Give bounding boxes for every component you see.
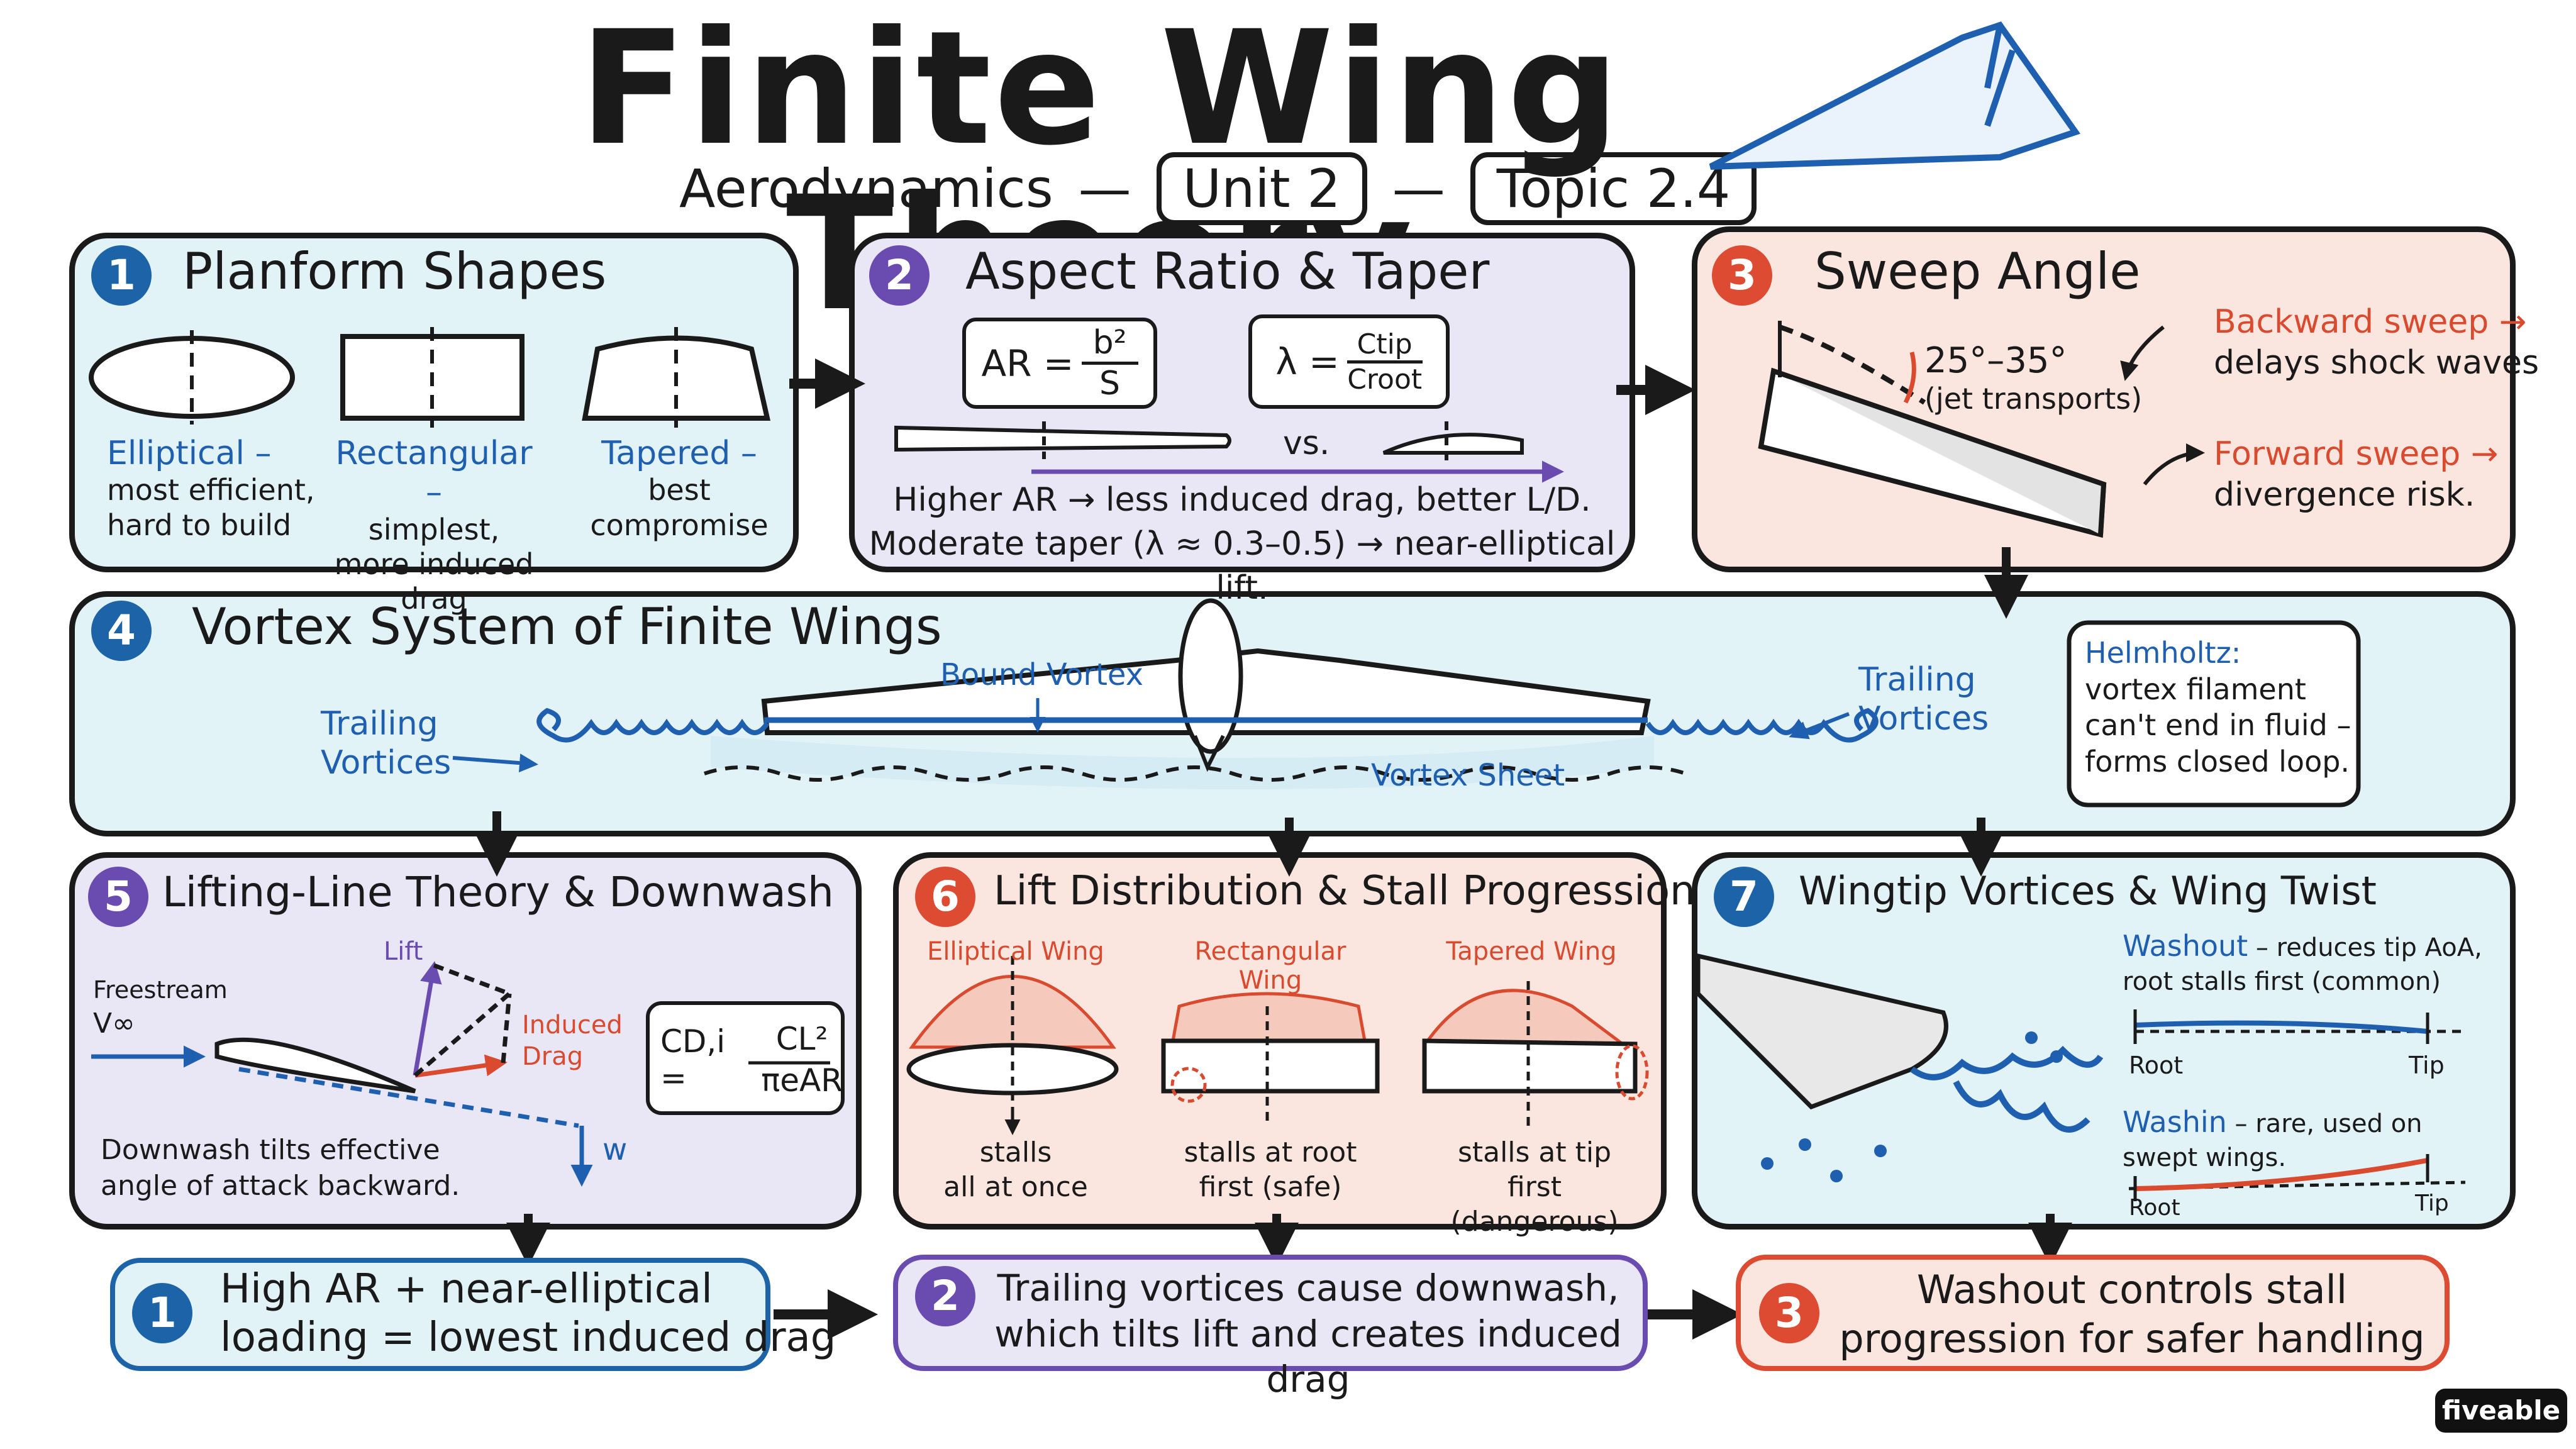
- planform-elliptical-text: Elliptical – most efficient, hard to bui…: [107, 435, 315, 542]
- washin-tip-label: Tip: [2415, 1191, 2449, 1216]
- panel-1-badge: 1: [91, 245, 152, 306]
- aspect-vs-label: vs.: [1283, 425, 1330, 462]
- washin-root-label: Root: [2129, 1195, 2180, 1221]
- panel-2-badge: 2: [869, 245, 930, 306]
- aspect-ratio-notes: Higher AR → less induced drag, better L/…: [869, 481, 1616, 608]
- induced-drag-formula: CD,i = CL² πeAR: [660, 1021, 843, 1099]
- lift-dist-note-rectangular: stalls at root first (safe): [1184, 1136, 1357, 1203]
- summary-2-badge: 2: [915, 1266, 975, 1326]
- ar-numerator: b²: [1092, 324, 1127, 362]
- swept-wing-drawing: [1758, 321, 2205, 538]
- aspect-ratio-wings: [894, 421, 1564, 483]
- panel-5-title: Lifting-Line Theory & Downwash: [162, 868, 834, 916]
- panel-5-badge: 5: [88, 867, 148, 927]
- header-wing-icon: [1709, 21, 2080, 170]
- topic-pill: Topic 2.4: [1470, 152, 1757, 225]
- induced-drag-label: Induced Drag: [522, 1011, 623, 1071]
- planform-shapes: [89, 327, 771, 428]
- panel-4-title: Vortex System of Finite Wings: [192, 597, 942, 656]
- panel-4-badge: 4: [91, 601, 152, 661]
- backward-sweep-note: Backward sweep → delays shock waves: [2214, 303, 2540, 382]
- subtitle-row: Aerodynamics — Unit 2 — Topic 2.4: [679, 151, 1757, 226]
- summary-3-text: Washout controls stall progression for s…: [1839, 1267, 2425, 1362]
- panel-1-title: Planform Shapes: [182, 242, 607, 301]
- downwash-w-label: w: [602, 1132, 628, 1167]
- vortex-sheet-label: Vortex Sheet: [1371, 758, 1565, 793]
- planform-rectangular-text: Rectangular – simplest, more induced dra…: [334, 435, 534, 616]
- planform-tapered-text: Tapered – best compromise: [590, 435, 769, 542]
- lift-dist-note-elliptical: stalls all at once: [943, 1136, 1088, 1203]
- panel-7-badge: 7: [1714, 867, 1774, 927]
- panel-6-badge: 6: [915, 867, 975, 927]
- washin-note: Washin – rare, used on swept wings.: [2123, 1105, 2423, 1172]
- panel-3-badge: 3: [1712, 245, 1772, 306]
- taper-numerator: Ctip: [1357, 328, 1413, 360]
- freestream-label: Freestream V∞: [93, 976, 228, 1040]
- lifting-line-drawing: [91, 961, 593, 1187]
- aspect-ratio-formula: AR = b² S: [962, 318, 1157, 409]
- subtitle-dash-2: —: [1392, 158, 1445, 219]
- brand-logo: fiveable: [2435, 1389, 2567, 1433]
- washout-tip-label: Tip: [2409, 1052, 2445, 1079]
- summary-1-text: High AR + near-elliptical loading = lowe…: [220, 1266, 836, 1361]
- summary-box-2: [893, 1255, 1648, 1371]
- lift-dist-head-rectangular: Rectangular Wing: [1194, 937, 1346, 995]
- washout-note: Washout – reduces tip AoA, root stalls f…: [2123, 929, 2482, 996]
- panel-3-title: Sweep Angle: [1814, 242, 2141, 301]
- summary-2-text: Trailing vortices cause downwash, which …: [994, 1267, 1622, 1401]
- summary-box-1: [110, 1258, 770, 1371]
- lift-label: Lift: [384, 937, 423, 966]
- lift-dist-head-tapered: Tapered Wing: [1446, 937, 1617, 966]
- summary-1-badge: 1: [132, 1283, 192, 1343]
- ar-denominator: S: [1099, 365, 1120, 402]
- summary-box-3: [1736, 1255, 2450, 1371]
- panel-7-title: Wingtip Vortices & Wing Twist: [1799, 868, 2377, 914]
- sweep-angle-label: 25°–35° (jet transports): [1924, 340, 2143, 416]
- lift-distribution-drawing: [906, 956, 1649, 1135]
- forward-sweep-note: Forward sweep → divergence risk.: [2214, 435, 2499, 514]
- helmholtz-text: Helmholtz: vortex filament can't end in …: [2085, 636, 2351, 779]
- vortex-system-drawing: [452, 598, 1879, 789]
- lift-dist-head-elliptical: Elliptical Wing: [927, 937, 1104, 966]
- helmholtz-box: [2067, 620, 2361, 808]
- panel-6-title: Lift Distribution & Stall Progression: [994, 868, 1696, 914]
- unit-pill: Unit 2: [1156, 152, 1367, 225]
- panel-2-title: Aspect Ratio & Taper: [965, 242, 1490, 301]
- induced-drag-formula-box: [646, 1001, 845, 1115]
- taper-denominator: Croot: [1347, 363, 1423, 396]
- wingtip-vortex-drawing: [1696, 953, 2466, 1201]
- summary-3-badge: 3: [1759, 1283, 1819, 1343]
- subtitle-dash: —: [1078, 158, 1131, 219]
- washout-root-label: Root: [2129, 1052, 2184, 1079]
- trailing-vortices-right-label: Trailing Vortices: [1858, 661, 1989, 738]
- bound-vortex-label: Bound Vortex: [940, 657, 1143, 692]
- lift-dist-note-tapered: stalls at tip first (dangerous): [1450, 1136, 1619, 1238]
- taper-ratio-formula: λ = Ctip Croot: [1248, 314, 1450, 409]
- trailing-vortices-left-label: Trailing Vortices: [321, 705, 452, 782]
- subtitle-course: Aerodynamics: [679, 158, 1053, 219]
- downwash-note: Downwash tilts effective angle of attack…: [101, 1134, 460, 1202]
